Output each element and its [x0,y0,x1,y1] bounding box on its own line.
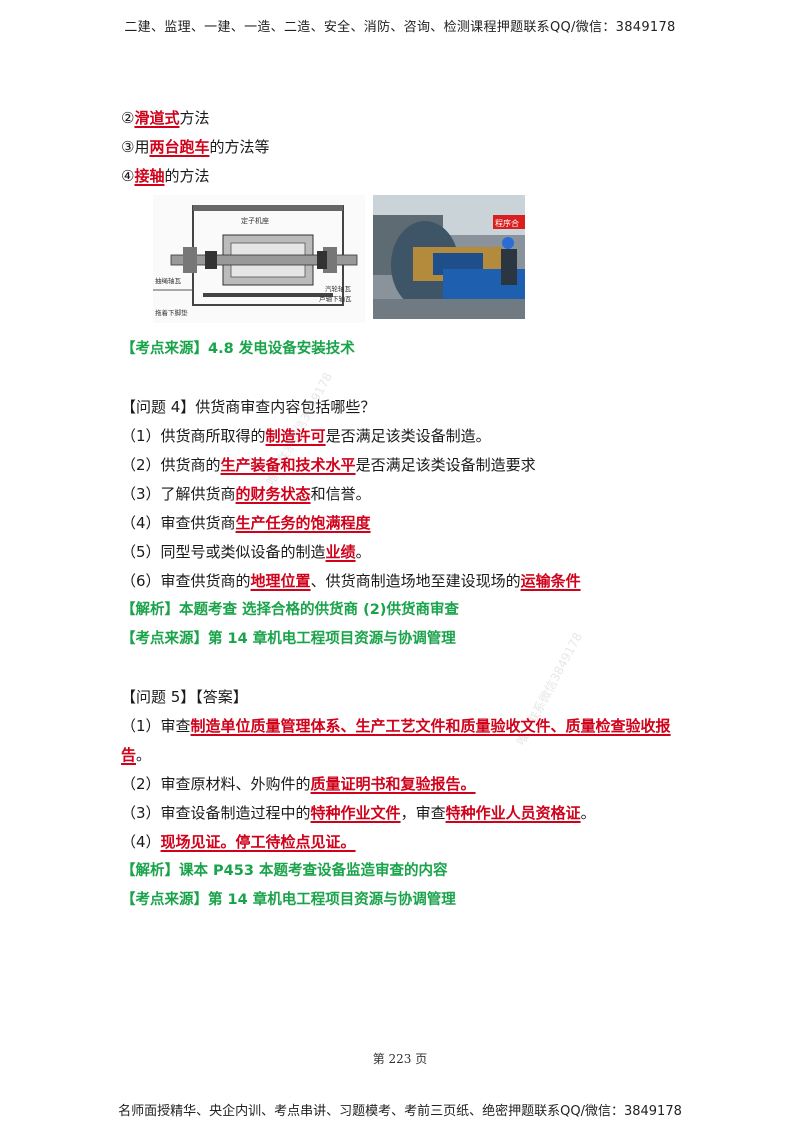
highlight-term: 特种作业人员资格证 [445,804,581,822]
list-item: （4）现场见证。停工待检点见证。 [121,833,356,851]
list-item: （5）同型号或类似设备的制造业绩。 [121,543,371,561]
highlight-term: 业绩 [325,543,356,561]
list-item: （1）审查制造单位质量管理体系、生产工艺文件和质量验收文件、质量检查验收报告。 [121,717,671,764]
diagram-label: 芦轴下轴瓦 [319,294,352,303]
list-item: （3）了解供货商的财务状态和信誉。 [121,485,371,503]
highlight-term: 生产装备和技术水平 [220,456,356,474]
diagram-label: 抽绳轴瓦 [155,276,182,285]
photo-sign-text: 程序合 [495,218,519,228]
highlight-term: 生产任务的饱满程度 [235,514,371,532]
question-title: 【问题 5】【答案】 [121,688,248,706]
list-item: （6）审查供货商的地理位置、供货商制造场地至建设现场的运输条件 [121,572,581,590]
analysis-note: 【解析】课本 P453 本题考查设备监造审查的内容 [121,863,448,879]
highlight-term: 地理位置 [250,572,311,590]
figure-row: 定子机座 抽绳轴瓦 拖着下脚垫 汽轮轴瓦 芦轴下轴瓦 程序合 [153,195,691,323]
list-item: （3）审查设备制造过程中的特种作业文件，审查特种作业人员资格证。 [121,804,596,822]
highlight-term: 质量证明书和复验报告。 [310,775,476,793]
highlight-term: 制造单位质量管理体系、生产工艺文件和质量验收文件、质量检查验收报告 [121,717,671,764]
list-item: （2）审查原材料、外购件的质量证明书和复验报告。 [121,775,476,793]
question-title: 【问题 4】供货商审查内容包括哪些？ [121,398,376,416]
list-item: （2）供货商的生产装备和技术水平是否满足该类设备制造要求 [121,456,536,474]
highlight-term: 的财务状态 [235,485,311,503]
highlight-term: 特种作业文件 [310,804,401,822]
source-note: 【考点来源】第 14 章机电工程项目资源与协调管理 [121,892,456,908]
page-footer: 名师面授精华、央企内训、考点串讲、习题模考、考前三页纸、绝密押题联系QQ/微信：… [118,1104,682,1119]
installation-photo: 程序合 [373,195,525,319]
highlight-term: 制造许可 [265,427,326,445]
page-header: 二建、监理、一建、一造、二造、安全、消防、咨询、检测课程押题联系QQ/微信：38… [124,20,676,35]
method-item: ②滑道式方法 [121,109,210,127]
highlight-term: 滑道式 [134,109,180,127]
diagram-label: 定子机座 [241,216,269,225]
diagram-label: 拖着下脚垫 [155,308,188,317]
method-item: ④接轴的方法 [121,167,210,185]
list-item: （1）供货商所取得的制造许可是否满足该类设备制造。 [121,427,491,445]
document-body: ②滑道式方法 ③用两台跑车的方法等 ④接轴的方法 定子机座 抽绳轴瓦 [121,104,691,915]
diagram-label: 汽轮轴瓦 [325,284,352,293]
source-note: 【考点来源】第 14 章机电工程项目资源与协调管理 [121,631,456,647]
page-number: 第 223 页 [372,1052,428,1066]
method-item: ③用两台跑车的方法等 [121,138,270,156]
analysis-note: 【解析】本题考查 选择合格的供货商 (2)供货商审查 [121,602,459,618]
source-note: 【考点来源】4.8 发电设备安装技术 [121,341,355,357]
generator-rotor-diagram: 定子机座 抽绳轴瓦 拖着下脚垫 汽轮轴瓦 芦轴下轴瓦 [153,195,365,323]
highlight-term: 现场见证。停工待检点见证。 [160,833,356,851]
highlight-term: 运输条件 [520,572,581,590]
highlight-term: 两台跑车 [149,138,210,156]
list-item: （4）审查供货商生产任务的饱满程度 [121,514,371,532]
highlight-term: 接轴 [134,167,165,185]
